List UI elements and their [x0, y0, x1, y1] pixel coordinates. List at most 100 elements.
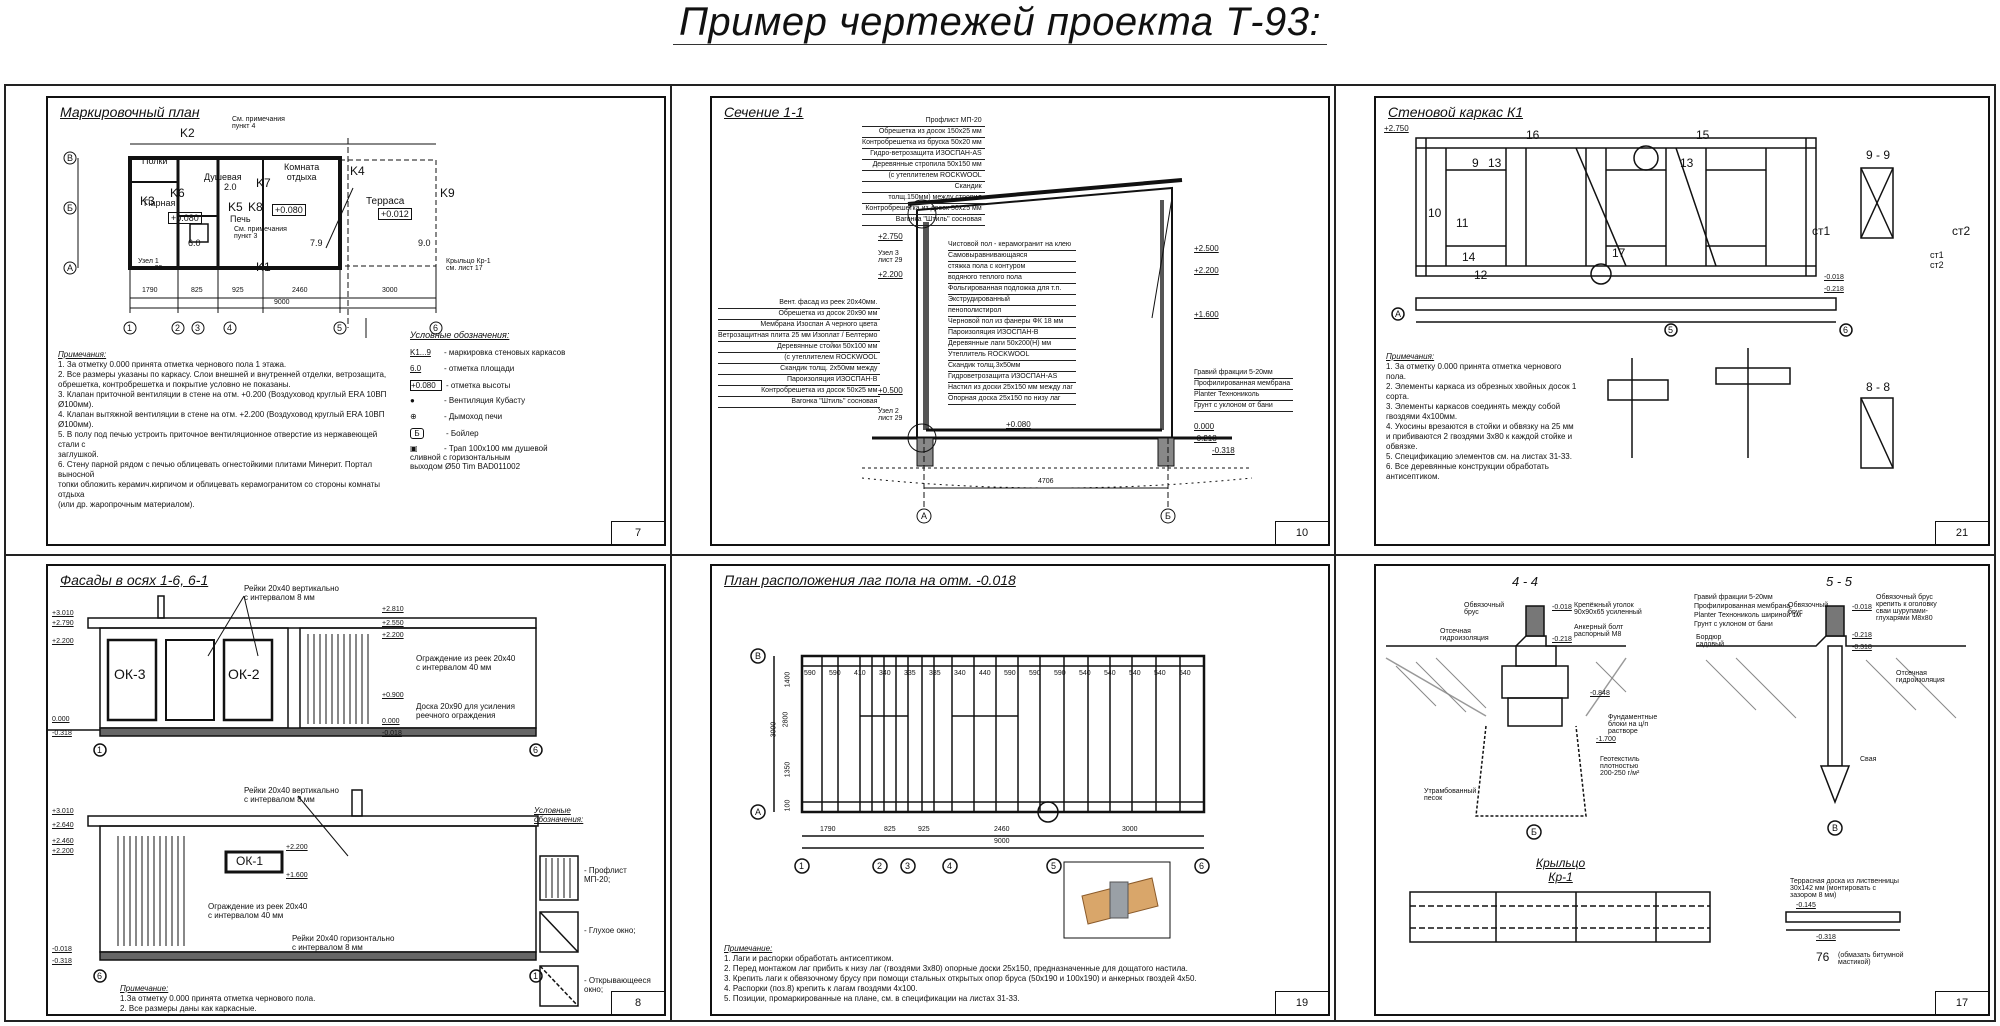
dimension: 3000 [382, 287, 398, 294]
svg-text:2: 2 [175, 323, 180, 333]
svg-text:6: 6 [533, 745, 538, 755]
dimension: 100 [784, 799, 792, 812]
element-mark: 11 [1456, 216, 1469, 230]
elevation-mark: -0.848 [1590, 690, 1610, 697]
callout: Planter Технониколь шириной 1м [1694, 612, 1801, 619]
callout: Геотекстиль плотностью 200-250 г/м² [1600, 756, 1640, 777]
layer-label: Вент. фасад из реек 20х40мм. [718, 298, 881, 309]
wall-mark: K7 [256, 176, 271, 190]
elevation-mark: +2.750 [878, 232, 903, 241]
legend-title: Условные обозначения: [410, 330, 510, 340]
elevation-mark: -0.318 [52, 958, 72, 965]
sheet-section-1-1: Сечение 1-1 А [710, 96, 1330, 546]
floor-layers: Чистовой пол - керамогранит на клею Само… [948, 240, 1076, 405]
area-mark: 6.0 [188, 238, 201, 248]
layer-label: Черновой пол из фанеры ФК 18 мм [948, 317, 1076, 328]
grid-divider [670, 86, 672, 1020]
layer-label: водяного теплого пола [948, 273, 1076, 284]
sheet-title: План расположения лаг пола на отм. -0.01… [724, 572, 1016, 588]
layer-label: Пароизоляция ИЗОСПАН-В [948, 328, 1076, 339]
callout: Крыльцо Кр-1 см. лист 17 [446, 258, 491, 272]
joist-spacing-dimension: 540 [1154, 670, 1166, 677]
callout: Анкерный болт распорный М8 [1574, 624, 1624, 638]
elevation-mark: -0.218 [1852, 632, 1872, 639]
elevation-mark: +2.460 [52, 838, 74, 845]
page-number: 17 [1935, 991, 1988, 1014]
callout: Узел 2 лист 29 [878, 408, 903, 422]
area-mark: 7.9 [310, 238, 323, 248]
svg-text:3: 3 [195, 323, 200, 333]
legend-item: +0.080- отметка высоты [410, 380, 511, 391]
chimney-icon: ⊕ [410, 412, 417, 421]
wall-layers: Вент. фасад из реек 20х40мм. Обрешетка и… [718, 298, 881, 408]
sheet-title: Сечение 1-1 [724, 104, 804, 120]
svg-text:Б: Б [1531, 827, 1537, 837]
layer-label: Обрешетка из досок 150х25 мм [862, 127, 985, 138]
dimension: 1400 [784, 671, 792, 688]
sheet-title: Маркировочный план [60, 104, 200, 120]
element-mark: 15 [1696, 128, 1710, 142]
element-mark: 14 [1462, 250, 1476, 264]
elevation-mark: +1.600 [286, 872, 308, 879]
wall-mark: K6 [170, 186, 185, 200]
elevation-mark: +2.790 [52, 620, 74, 627]
elevation-mark: -0.018 [1824, 274, 1844, 281]
wall-mark: K2 [180, 126, 195, 140]
page-title: Пример чертежей проекта Т-93: [0, 0, 2000, 45]
joist-spacing-dimension: 590 [1004, 670, 1016, 677]
vent-icon: ● [410, 396, 415, 405]
callout: Обвязочный брус [1788, 602, 1829, 616]
svg-text:А: А [921, 511, 927, 521]
svg-text:В: В [755, 651, 761, 661]
element-mark: 16 [1526, 128, 1540, 142]
element-mark: ст1 [1812, 224, 1831, 238]
wall-mark: K3 [140, 194, 155, 208]
elevation-mark: +2.200 [52, 638, 74, 645]
window-mark: ОК-3 [114, 666, 146, 682]
callout: Обвязочный брус крепить к оголовку сваи … [1876, 594, 1937, 622]
callout: Террасная доска из лиственницы 30х142 мм… [1790, 878, 1899, 899]
callout: Узел 1 лист 29 [138, 258, 163, 272]
legend-item: - Профлист МП-20; [584, 866, 627, 884]
elevation-mark: +2.200 [286, 844, 308, 851]
window-mark: ОК-1 [236, 854, 263, 868]
wall-mark: K8 [248, 200, 263, 214]
dimension: 4706 [1038, 478, 1054, 485]
callout: Отсечная гидроизоляция [1440, 628, 1489, 642]
dimension: 925 [232, 287, 244, 294]
room-label: Терраса [366, 196, 405, 207]
svg-text:1: 1 [799, 861, 804, 871]
page-number: 21 [1935, 521, 1988, 544]
element-mark: ст2 [1930, 260, 1944, 270]
elevation-mark: +1.600 [1194, 310, 1219, 319]
svg-text:1: 1 [97, 745, 102, 755]
elevation-mark: 0.000 [1194, 422, 1215, 431]
layer-label: Вагонка "Штиль" сосновая [862, 215, 985, 226]
dimension: 2800 [782, 711, 790, 728]
page-number: 19 [1275, 991, 1328, 1014]
wall-mark: K9 [440, 186, 455, 200]
window-mark: ОК-2 [228, 666, 260, 682]
layer-label: Чистовой пол - керамогранит на клею [948, 240, 1076, 251]
elevation-mark: -0.218 [1552, 636, 1572, 643]
callout: Доска 20х90 для усиления реечного огражд… [416, 702, 515, 720]
dimension: 3000 [1122, 826, 1138, 833]
layer-label: Гидро-ветрозащита ИЗОСПАН-AS [862, 149, 985, 160]
layer-label: стяжка пола с контуром [948, 262, 1076, 273]
elevation-mark: +2.750 [1384, 124, 1409, 133]
layer-label: Профилированная мембрана [1194, 379, 1294, 390]
callout: Ограждение из реек 20х40 с интервалом 40… [416, 654, 516, 672]
dimension: 2460 [994, 826, 1010, 833]
svg-text:Б: Б [67, 203, 73, 213]
elevation-mark: +2.550 [382, 620, 404, 627]
layer-label: Вагонка "Штиль" сосновая [718, 397, 881, 408]
svg-text:6: 6 [97, 971, 102, 981]
dimension: 2460 [292, 287, 308, 294]
elevation-mark: -0.318 [52, 730, 72, 737]
dimension: 825 [884, 826, 896, 833]
joist-spacing-dimension: 590 [804, 670, 816, 677]
layer-label: Опорная доска 25х150 по низу лаг [948, 394, 1076, 405]
